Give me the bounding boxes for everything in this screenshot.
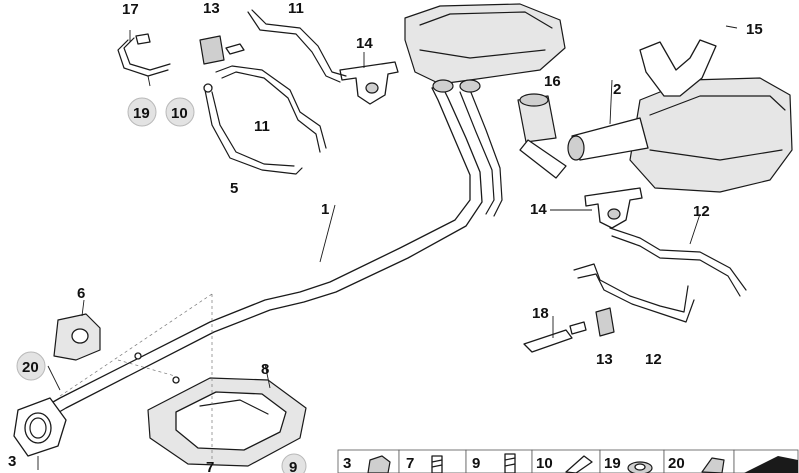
pipe-hanger-6 xyxy=(53,313,101,361)
rear-silencer xyxy=(567,39,793,193)
hanger-rod-17 xyxy=(117,33,171,77)
callout-13-bottom: 13 xyxy=(596,351,613,368)
pipe-clamp xyxy=(517,93,567,179)
callout-10: 10 xyxy=(171,105,188,122)
callout-19-circle xyxy=(127,97,157,127)
callout-15: 15 xyxy=(746,21,763,38)
callout-11-top: 11 xyxy=(288,0,304,17)
washer-icon-19 xyxy=(627,461,653,473)
bracket-strap xyxy=(203,83,303,175)
callout-14-mid: 14 xyxy=(530,201,547,218)
callout-17: 17 xyxy=(122,1,139,18)
rubber-mount-13-right xyxy=(595,307,615,337)
nut-icon xyxy=(367,455,391,473)
bolt-icon-7 xyxy=(431,455,443,473)
callout-11-mid: 11 xyxy=(254,118,270,135)
rubber-mount-13 xyxy=(199,35,245,65)
callout-12-bottom: 12 xyxy=(645,351,662,368)
callout-9-circle xyxy=(281,453,307,473)
bracket-18 xyxy=(523,321,587,353)
callout-14-top: 14 xyxy=(356,35,373,52)
callout-20-circle xyxy=(16,351,46,381)
front-silencer xyxy=(404,3,566,93)
callout-8: 8 xyxy=(261,361,269,378)
callout-16: 16 xyxy=(544,73,561,90)
callout-18: 18 xyxy=(532,305,549,322)
callout-12-top: 12 xyxy=(693,203,710,220)
hanger-bracket-top xyxy=(339,61,399,105)
callout-2: 2 xyxy=(613,81,621,98)
legend-label-20: 20 xyxy=(668,455,685,472)
callout-20: 20 xyxy=(22,359,39,376)
legend-label-10: 10 xyxy=(536,455,553,472)
legend-label-9: 9 xyxy=(472,455,480,472)
callout-7: 7 xyxy=(206,459,214,473)
heat-shield xyxy=(147,377,307,467)
callout-5: 5 xyxy=(230,180,238,197)
callout-6: 6 xyxy=(77,285,85,302)
legend-label-7: 7 xyxy=(406,455,414,472)
callout-3: 3 xyxy=(8,453,16,470)
hanger-rods-11 xyxy=(215,9,347,153)
arrow-icon xyxy=(744,456,798,473)
callout-9: 9 xyxy=(289,459,297,473)
small-parts-legend: 3 7 9 10 19 20 xyxy=(337,449,799,473)
legend-label-19: 19 xyxy=(604,455,621,472)
hanger-bracket-mid xyxy=(584,187,643,229)
callout-13-top: 13 xyxy=(203,0,220,17)
hanger-rods-12 xyxy=(573,227,747,323)
callout-19: 19 xyxy=(133,105,150,122)
callout-10-circle xyxy=(165,97,195,127)
stud-icon-9 xyxy=(504,453,516,473)
legend-label-3: 3 xyxy=(343,455,351,472)
callout-1: 1 xyxy=(321,201,329,218)
pipe-flange xyxy=(13,397,67,470)
